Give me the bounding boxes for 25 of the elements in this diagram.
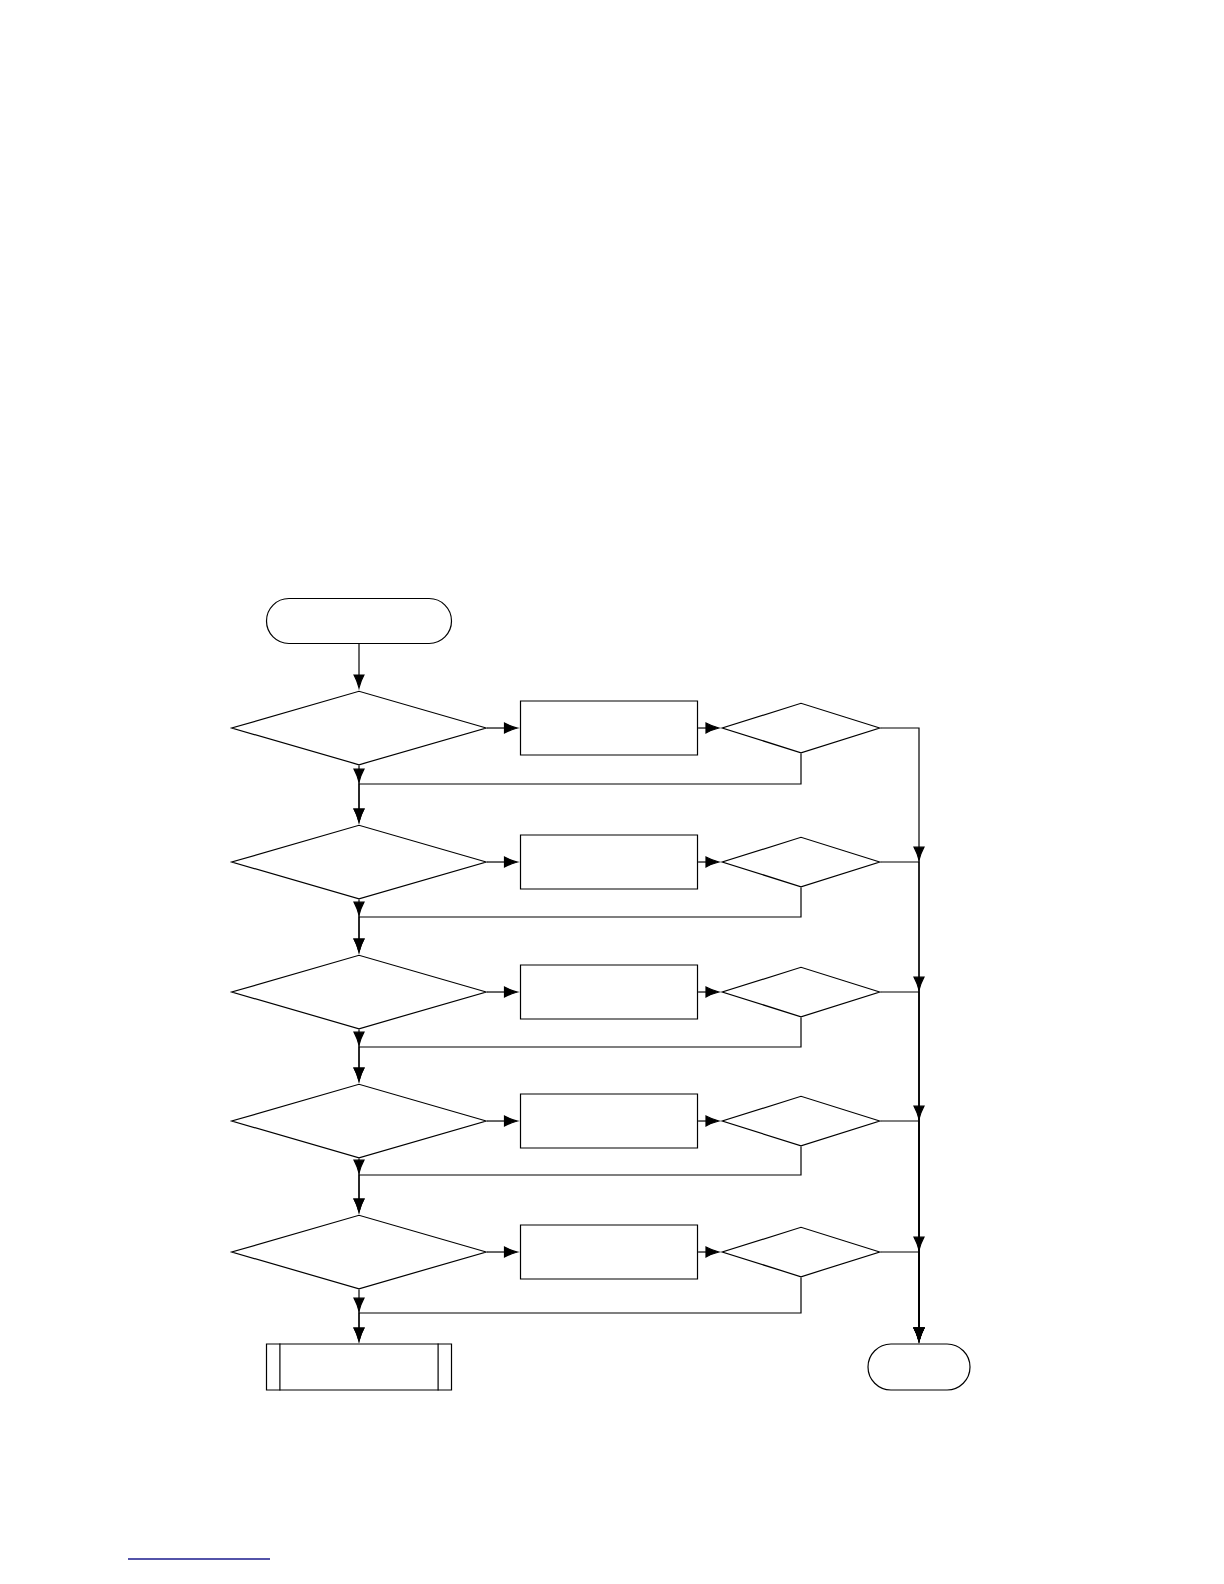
arrow — [697, 1115, 720, 1127]
arrow — [697, 856, 720, 868]
arrow — [353, 1158, 365, 1213]
process-box — [519, 700, 699, 756]
terminal-shape — [265, 597, 453, 645]
arrow — [486, 1115, 519, 1127]
arrow — [697, 986, 720, 998]
arrow — [486, 986, 519, 998]
arrow — [353, 899, 365, 953]
arrow — [353, 1289, 365, 1342]
process-box — [519, 834, 699, 890]
process-box — [519, 964, 699, 1020]
process-box — [519, 1093, 699, 1149]
arrow — [486, 722, 519, 734]
arrow — [353, 765, 365, 823]
arrow — [353, 643, 365, 689]
arrow — [486, 1246, 519, 1258]
terminal-shape — [867, 1343, 971, 1391]
process-box — [519, 1224, 699, 1280]
arrow — [697, 722, 720, 734]
arrow — [353, 1029, 365, 1082]
arrow — [486, 856, 519, 868]
predefined-process-box — [265, 1342, 453, 1392]
arrow — [880, 1236, 925, 1342]
arrow — [697, 1246, 720, 1258]
